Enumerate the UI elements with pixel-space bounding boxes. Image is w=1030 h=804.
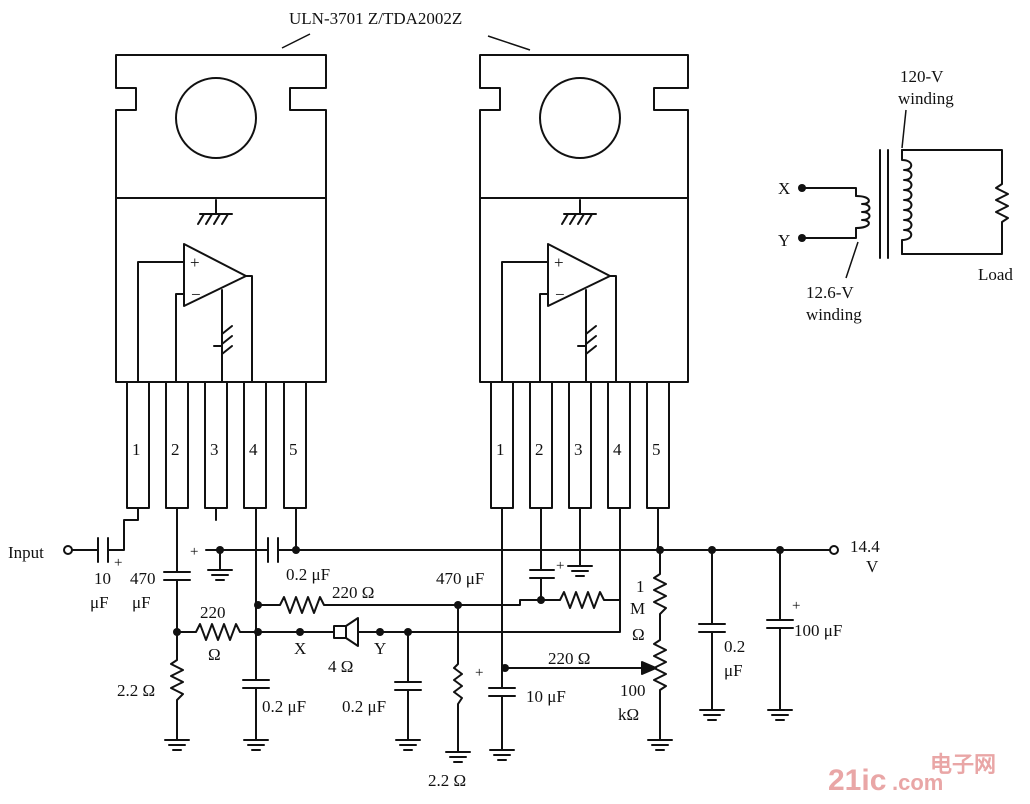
title-label: ULN-3701 Z/TDA2002Z (289, 9, 462, 28)
ic-left-mounting-hole (175, 77, 257, 159)
svg-text:220 Ω: 220 Ω (332, 583, 374, 602)
svg-text:.com: .com (892, 770, 943, 795)
svg-text:V: V (866, 557, 879, 576)
ic-right-opamp (547, 243, 611, 307)
svg-text:X: X (294, 639, 306, 658)
watermark-logo: 21ic .com 电子网 (828, 752, 996, 797)
svg-text:+: + (475, 665, 483, 681)
svg-text:470: 470 (130, 569, 156, 588)
svg-text:μF: μF (724, 661, 743, 680)
svg-text:X: X (778, 179, 790, 198)
ic-right-pin-5: 5 (652, 440, 661, 459)
svg-text:kΩ: kΩ (618, 705, 639, 724)
svg-text:2.2 Ω: 2.2 Ω (117, 681, 155, 700)
svg-text:Y: Y (374, 639, 386, 658)
svg-text:10 μF: 10 μF (526, 687, 566, 706)
ic-right-pin-3: 3 (574, 440, 583, 459)
svg-text:10: 10 (94, 569, 111, 588)
ic-left-pin-3: 3 (210, 440, 219, 459)
svg-text:220: 220 (200, 603, 226, 622)
svg-text:Ω: Ω (632, 625, 645, 644)
input-terminal (63, 545, 73, 555)
svg-text:120-V: 120-V (900, 67, 944, 86)
ic-left-opamp (183, 243, 247, 307)
svg-text:−: − (555, 285, 565, 304)
svg-text:+: + (190, 253, 200, 272)
svg-text:+: + (792, 598, 800, 614)
svg-text:0.2 μF: 0.2 μF (342, 697, 386, 716)
svg-text:0.2: 0.2 (724, 637, 745, 656)
svg-text:0.2 μF: 0.2 μF (262, 697, 306, 716)
svg-text:14.4: 14.4 (850, 537, 880, 556)
svg-text:100 μF: 100 μF (794, 621, 842, 640)
svg-text:+: + (554, 253, 564, 272)
svg-text:1: 1 (636, 577, 645, 596)
svg-text:Load: Load (978, 265, 1013, 284)
circuit-wiring: Input + 10 μF + 470 μF 0.2 μF 14.4 V 0.2… (8, 507, 880, 790)
svg-text:+: + (190, 544, 198, 560)
speaker (333, 625, 347, 639)
svg-text:Ω: Ω (208, 645, 221, 664)
svg-text:220 Ω: 220 Ω (548, 649, 590, 668)
ic-right-pin-4: 4 (613, 440, 622, 459)
transformer: 120-V winding X Y Load 12.6-V winding (778, 67, 1013, 324)
svg-text:winding: winding (898, 89, 954, 108)
svg-text:电子网: 电子网 (930, 752, 996, 777)
svg-text:μF: μF (90, 593, 109, 612)
ic-left-pin-1: 1 (132, 440, 141, 459)
ic-right: + − 1 2 3 4 5 (479, 54, 689, 509)
title-leader-right (487, 35, 531, 51)
svg-text:+: + (556, 558, 564, 574)
supply-terminal (829, 545, 839, 555)
svg-text:4 Ω: 4 Ω (328, 657, 353, 676)
ic-right-mounting-hole (539, 77, 621, 159)
ic-left-pin-5: 5 (289, 440, 298, 459)
svg-text:μF: μF (132, 593, 151, 612)
svg-text:21ic: 21ic (828, 764, 886, 797)
ic-right-pin-2: 2 (535, 440, 544, 459)
ic-left: + − 1 2 3 4 5 (115, 54, 327, 509)
input-label: Input (8, 543, 44, 562)
svg-text:100: 100 (620, 681, 646, 700)
svg-text:Y: Y (778, 231, 790, 250)
svg-text:−: − (191, 285, 201, 304)
svg-text:winding: winding (806, 305, 862, 324)
svg-text:0.2 μF: 0.2 μF (286, 565, 330, 584)
title-leader-left (281, 33, 311, 49)
ic-left-pin-4: 4 (249, 440, 258, 459)
svg-text:470 μF: 470 μF (436, 569, 484, 588)
svg-text:+: + (114, 555, 122, 571)
svg-text:2.2 Ω: 2.2 Ω (428, 771, 466, 790)
ic-right-pin-1: 1 (496, 440, 505, 459)
svg-text:12.6-V: 12.6-V (806, 283, 854, 302)
ic-left-pin-2: 2 (171, 440, 180, 459)
svg-text:M: M (630, 599, 645, 618)
